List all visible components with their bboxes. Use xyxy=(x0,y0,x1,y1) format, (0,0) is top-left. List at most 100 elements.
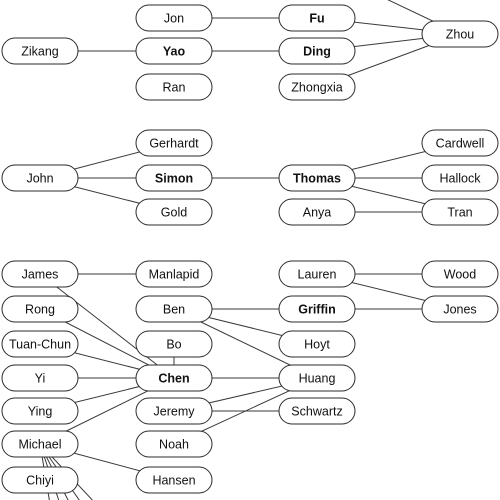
node-label: Zhou xyxy=(446,28,475,42)
node-tuanchun: Tuan-Chun xyxy=(1,330,79,358)
node-griffin: Griffin xyxy=(278,295,356,323)
node-label: Chiyi xyxy=(26,474,54,488)
node-schwartz: Schwartz xyxy=(278,397,356,425)
node-box xyxy=(135,295,213,323)
node-box xyxy=(1,397,79,425)
node-box xyxy=(135,466,213,494)
node-box xyxy=(135,330,213,358)
node-cardwell: Cardwell xyxy=(421,129,499,157)
node-label: Manlapid xyxy=(149,268,200,282)
edge-layer xyxy=(39,0,461,500)
node-box xyxy=(1,364,79,392)
node-box xyxy=(135,73,213,101)
node-michael: Michael xyxy=(1,430,79,458)
node-bo: Bo xyxy=(135,330,213,358)
node-huang: Huang xyxy=(278,364,356,392)
node-label: Hansen xyxy=(152,474,195,488)
node-box xyxy=(135,397,213,425)
node-box xyxy=(278,330,356,358)
node-label: Hallock xyxy=(440,172,482,186)
node-label: Yao xyxy=(163,45,186,59)
node-label: Rong xyxy=(25,303,55,317)
node-gold: Gold xyxy=(135,198,213,226)
node-box xyxy=(278,295,356,323)
node-box xyxy=(135,364,213,392)
node-john: John xyxy=(1,164,79,192)
node-label: Chen xyxy=(158,372,189,386)
node-zikang: Zikang xyxy=(1,37,79,65)
node-label: Zikang xyxy=(21,45,59,59)
node-box xyxy=(421,164,499,192)
node-yao: Yao xyxy=(135,37,213,65)
node-ran: Ran xyxy=(135,73,213,101)
node-anya: Anya xyxy=(278,198,356,226)
node-hansen: Hansen xyxy=(135,466,213,494)
node-noah: Noah xyxy=(135,430,213,458)
node-label: James xyxy=(22,268,59,282)
node-box xyxy=(135,4,213,32)
node-box xyxy=(278,37,356,65)
node-lauren: Lauren xyxy=(278,260,356,288)
node-box xyxy=(1,430,79,458)
node-label: Noah xyxy=(159,438,189,452)
node-label: Jon xyxy=(164,12,184,26)
node-label: Thomas xyxy=(293,172,341,186)
node-label: Ran xyxy=(163,81,186,95)
node-box xyxy=(421,198,499,226)
node-label: Jones xyxy=(443,303,476,317)
node-label: Zhongxia xyxy=(291,81,342,95)
node-box xyxy=(1,466,79,494)
node-box xyxy=(135,260,213,288)
node-label: Bo xyxy=(166,338,181,352)
node-label: Ying xyxy=(28,405,53,419)
node-box xyxy=(278,364,356,392)
node-fu: Fu xyxy=(278,4,356,32)
node-label: Gold xyxy=(161,206,187,220)
node-box xyxy=(278,397,356,425)
node-label: Wood xyxy=(444,268,476,282)
node-box xyxy=(1,260,79,288)
node-james: James xyxy=(1,260,79,288)
node-ding: Ding xyxy=(278,37,356,65)
node-jeremy: Jeremy xyxy=(135,397,213,425)
node-label: Tuan-Chun xyxy=(9,338,71,352)
node-label: Lauren xyxy=(298,268,337,282)
node-label: Michael xyxy=(18,438,61,452)
node-box xyxy=(1,164,79,192)
node-box xyxy=(1,330,79,358)
node-yi: Yi xyxy=(1,364,79,392)
node-box xyxy=(421,260,499,288)
node-box xyxy=(278,198,356,226)
node-label: John xyxy=(26,172,53,186)
node-tran: Tran xyxy=(421,198,499,226)
node-ben: Ben xyxy=(135,295,213,323)
node-box xyxy=(135,198,213,226)
node-box xyxy=(135,129,213,157)
node-gerhardt: Gerhardt xyxy=(135,129,213,157)
node-box xyxy=(1,295,79,323)
node-label: Anya xyxy=(303,206,332,220)
node-simon: Simon xyxy=(135,164,213,192)
node-box xyxy=(135,37,213,65)
node-box xyxy=(278,73,356,101)
node-label: Fu xyxy=(309,12,324,26)
node-box xyxy=(278,4,356,32)
node-label: Yi xyxy=(35,372,46,386)
node-box xyxy=(421,129,499,157)
node-box xyxy=(278,164,356,192)
node-label: Schwartz xyxy=(291,405,342,419)
node-label: Hoyt xyxy=(304,338,330,352)
node-rong: Rong xyxy=(1,295,79,323)
node-label: Cardwell xyxy=(436,137,485,151)
node-box xyxy=(278,260,356,288)
node-label: Huang xyxy=(299,372,336,386)
node-thomas: Thomas xyxy=(278,164,356,192)
node-ying: Ying xyxy=(1,397,79,425)
node-box xyxy=(1,37,79,65)
node-label: Gerhardt xyxy=(149,137,199,151)
node-zhou: Zhou xyxy=(421,20,499,48)
node-chen: Chen xyxy=(135,364,213,392)
node-jon: Jon xyxy=(135,4,213,32)
